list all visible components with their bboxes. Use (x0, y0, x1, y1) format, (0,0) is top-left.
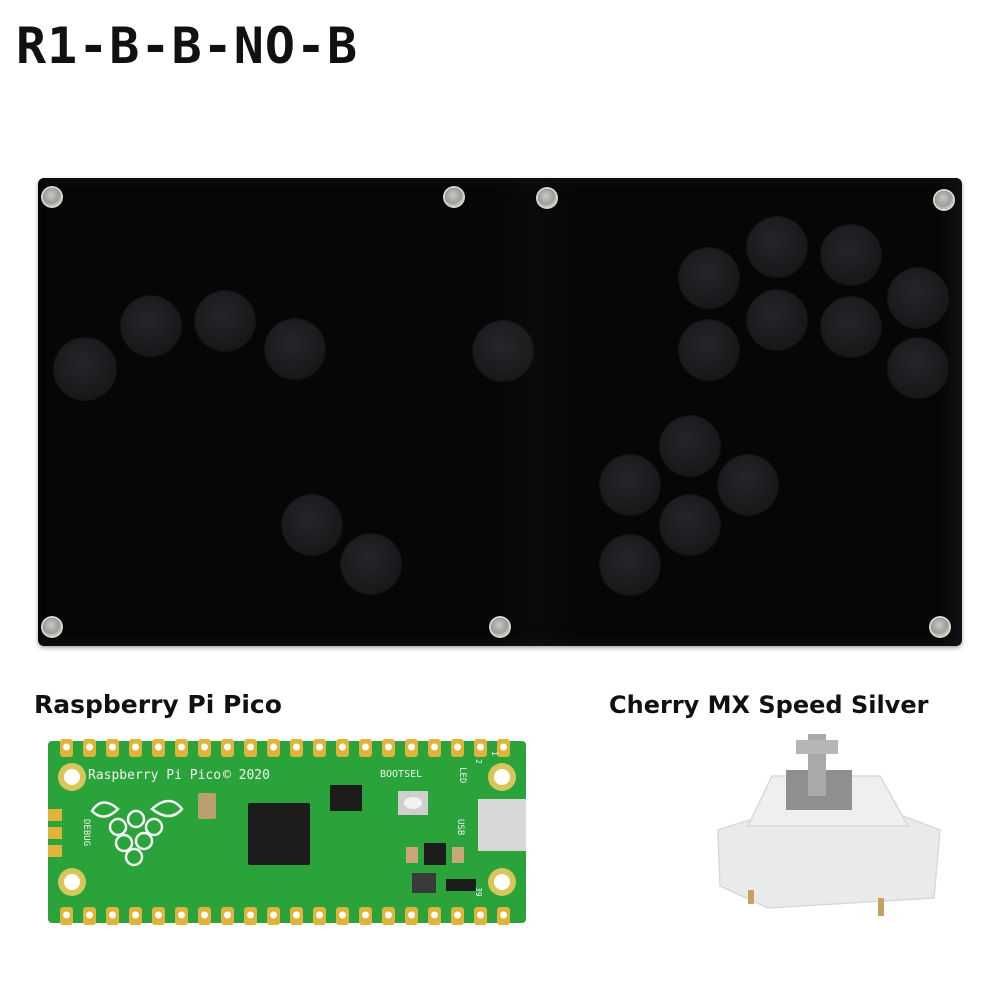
controller-panel (38, 178, 962, 646)
arcade-button (821, 297, 881, 357)
arcade-button (747, 290, 807, 350)
arcade-button (718, 455, 778, 515)
arcade-button (679, 248, 739, 308)
arcade-button (747, 217, 807, 277)
svg-text:DEBUG: DEBUG (81, 819, 91, 846)
screw-icon (43, 618, 61, 636)
svg-text:© 2020: © 2020 (223, 768, 270, 783)
product-title: R1-B-B-NO-B (16, 17, 359, 75)
svg-text:USB: USB (455, 819, 465, 835)
pico-caption: Raspberry Pi Pico (34, 690, 282, 719)
screw-icon (491, 618, 509, 636)
screw-icon (445, 188, 463, 206)
arcade-button (473, 321, 533, 381)
arcade-button (121, 296, 181, 356)
arcade-button (54, 338, 116, 400)
switch-caption: Cherry MX Speed Silver (609, 691, 929, 719)
svg-text:1: 1 (490, 751, 499, 756)
arcade-button (282, 495, 342, 555)
arcade-button (600, 535, 660, 595)
arcade-button (341, 534, 401, 594)
svg-text:BOOTSEL: BOOTSEL (380, 769, 422, 780)
arcade-button (195, 291, 255, 351)
screw-icon (43, 188, 61, 206)
screw-icon (935, 191, 953, 209)
arcade-button (660, 416, 720, 476)
screw-icon (931, 618, 949, 636)
arcade-button (679, 320, 739, 380)
screw-icon (538, 189, 556, 207)
arcade-button (265, 319, 325, 379)
svg-text:2: 2 (474, 759, 483, 764)
svg-text:39: 39 (474, 887, 483, 897)
arcade-button (600, 455, 660, 515)
svg-text:Raspberry Pi Pico: Raspberry Pi Pico (88, 768, 221, 783)
arcade-button (888, 268, 948, 328)
arcade-button (888, 338, 948, 398)
cherry-mx-switch-image (717, 734, 941, 916)
arcade-button (660, 495, 720, 555)
arcade-button (821, 225, 881, 285)
raspberry-pi-pico-image: Raspberry Pi Pico © 2020 BOOTSEL DEBUG L… (48, 739, 526, 925)
svg-text:LED: LED (457, 767, 467, 783)
